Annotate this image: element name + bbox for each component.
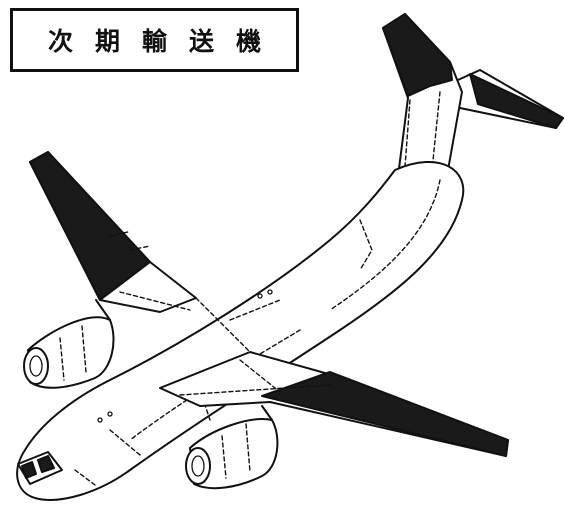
right-wing bbox=[159, 351, 509, 457]
left-engine bbox=[23, 299, 115, 389]
cockpit-windows bbox=[17, 451, 63, 485]
right-engine bbox=[185, 405, 279, 490]
vertical-fin bbox=[382, 13, 463, 201]
fuselage-details bbox=[97, 289, 281, 423]
title-text: 次期輸送機 bbox=[47, 27, 283, 56]
title-box: 次期輸送機 bbox=[10, 8, 299, 72]
left-wing bbox=[29, 151, 197, 313]
